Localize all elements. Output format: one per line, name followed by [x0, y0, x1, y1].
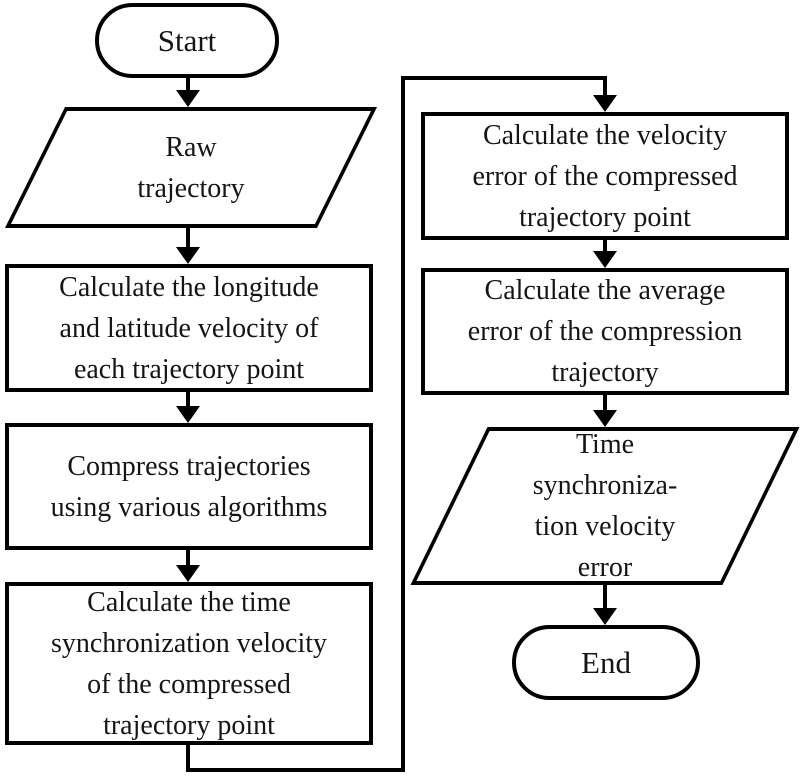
- arrow-start-to-raw-line: [186, 76, 190, 92]
- node-label-line: Calculate the time: [87, 586, 291, 618]
- node-label: End: [581, 645, 631, 680]
- node-label-line: Calculate the average: [484, 275, 726, 306]
- node-label-line: trajectory point: [519, 201, 691, 233]
- connector-segment-down: [186, 743, 190, 772]
- terminator-end: End: [512, 625, 700, 700]
- arrowhead-down-icon: [593, 410, 617, 427]
- arrow-compress-to-timesync-line: [186, 548, 190, 567]
- node-label-line: trajectory: [137, 172, 245, 204]
- connector-segment-bottom: [186, 768, 405, 772]
- io-time-sync-velocity-error: Time synchroniza- tion velocity error: [410, 427, 800, 585]
- node-label-line: Raw: [165, 131, 217, 163]
- arrowhead-down-icon: [176, 247, 200, 264]
- node-label-line: Calculate the longitude: [59, 271, 319, 303]
- node-label-line: trajectory point: [103, 709, 275, 741]
- arrowhead-down-icon: [593, 608, 617, 625]
- node-label-line: Compress trajectories: [67, 450, 311, 482]
- node-label-line: synchronization velocity: [50, 627, 328, 659]
- arrowhead-down-icon: [593, 95, 617, 112]
- node-label-line: Time: [575, 429, 635, 460]
- node-label-line: error of the compressed: [472, 160, 738, 192]
- arrowhead-down-icon: [593, 251, 617, 268]
- arrowhead-down-icon: [176, 90, 200, 107]
- arrow-velerror-to-avgerror-line: [603, 238, 607, 253]
- node-label-line: each trajectory point: [73, 353, 305, 385]
- arrow-output-to-end-line: [603, 583, 607, 610]
- process-calc-average-error: Calculate the average error of the compr…: [421, 268, 789, 395]
- node-label-line: and latitude velocity of: [59, 312, 319, 344]
- arrow-avgerror-to-output-line: [603, 395, 607, 412]
- io-raw-trajectory-label: Raw trajectory: [39, 111, 343, 224]
- terminator-start: Start: [95, 3, 279, 78]
- io-raw-trajectory: Raw trajectory: [4, 107, 378, 228]
- node-label-line: of the compressed: [87, 668, 291, 700]
- node-label-line: using various algorithms: [50, 491, 328, 523]
- io-time-sync-velocity-error-label: Time synchroniza- tion velocity error: [453, 429, 757, 583]
- process-calc-time-sync-velocity: Calculate the time synchronization veloc…: [5, 582, 373, 745]
- node-label-line: error: [577, 552, 633, 583]
- node-label-line: trajectory: [551, 357, 659, 388]
- process-compress-trajectories: Compress trajectories using various algo…: [5, 423, 373, 550]
- node-label-line: error of the compression: [467, 316, 743, 347]
- arrow-into-calc-velocity-error-line: [603, 76, 607, 98]
- arrow-calclonlat-to-compress-line: [186, 390, 190, 408]
- node-label-line: tion velocity: [534, 511, 676, 542]
- node-label-line: synchroniza-: [532, 470, 678, 501]
- arrowhead-down-icon: [176, 565, 200, 582]
- node-label-line: Calculate the velocity: [482, 119, 728, 151]
- connector-segment-top: [401, 76, 607, 80]
- arrow-raw-to-calc-lonlat-line: [186, 227, 190, 249]
- process-calc-velocity-error: Calculate the velocity error of the comp…: [421, 112, 789, 240]
- node-label: Start: [157, 23, 217, 58]
- arrowhead-down-icon: [176, 406, 200, 423]
- process-calc-lon-lat-velocity: Calculate the longitude and latitude vel…: [5, 264, 373, 392]
- connector-segment-up: [401, 76, 405, 772]
